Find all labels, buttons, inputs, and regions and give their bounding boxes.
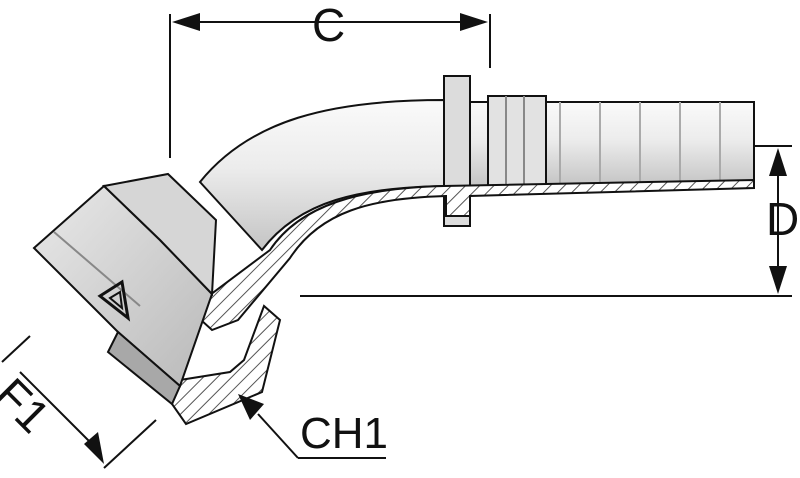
dimension-f1 [1,335,157,469]
dimension-c [169,13,491,158]
dimension-d-label: D [766,193,800,245]
swivel-nut [32,172,218,406]
fitting-tail [439,75,755,227]
bent-tube [198,98,445,252]
dimension-ch1-label: CH1 [300,409,389,458]
dimension-c-label: C [312,0,346,51]
dimension-d [300,145,792,297]
logo-mark [97,279,131,322]
ch1-leader [238,394,386,459]
section-cutaway [170,178,755,426]
